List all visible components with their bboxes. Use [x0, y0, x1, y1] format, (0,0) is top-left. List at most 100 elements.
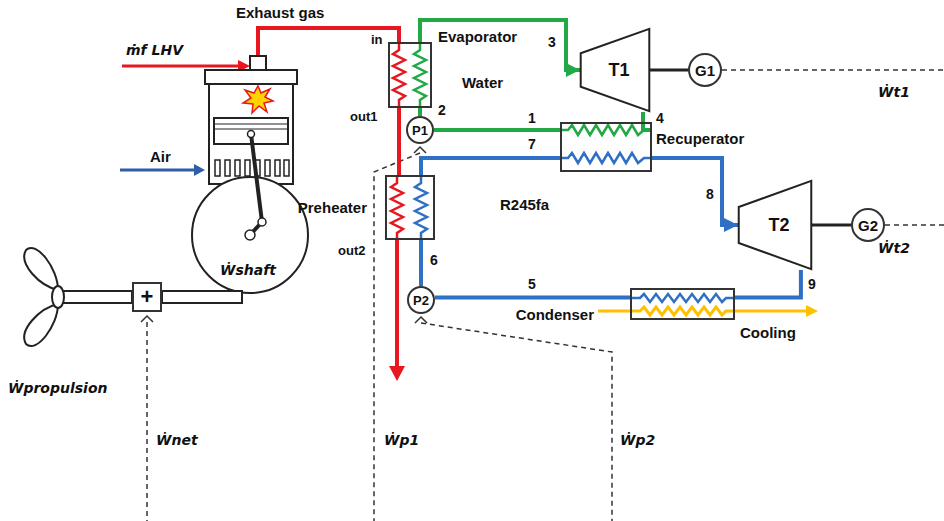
exhaust-coil [391, 175, 403, 240]
flow-line [434, 128, 560, 132]
turbine: T2 [738, 180, 812, 270]
propeller-blade [24, 248, 58, 290]
fluid-label: Water [462, 74, 503, 91]
state-number: 9 [808, 276, 816, 292]
fuel-line [122, 65, 240, 68]
stream-label: Exhaust gas [236, 4, 324, 21]
flow-line [652, 158, 738, 225]
state-number: 2 [438, 102, 446, 118]
propeller-blade [24, 304, 58, 346]
flow-line [735, 270, 801, 298]
shaft-line [812, 224, 851, 227]
power-dashed-line [146, 322, 148, 521]
connecting-rod [251, 134, 262, 222]
turbine-shape [739, 181, 812, 269]
refrigerant-coil [560, 153, 652, 163]
component-label: P1 [412, 124, 428, 137]
combustion-flash [243, 86, 273, 113]
exhaust-out-line [395, 240, 399, 368]
exhaust-out-arrowhead [389, 366, 405, 381]
power-label: Ẇt2 [878, 240, 910, 256]
evaporator-box: Evaporator [388, 42, 432, 108]
component-label: G2 [858, 218, 878, 233]
input-caret [141, 316, 153, 322]
intake-port [265, 160, 270, 176]
generator: G2 [851, 208, 885, 242]
piston-ring [214, 129, 288, 130]
propeller-hub [52, 286, 64, 308]
power-dashed-line [885, 224, 944, 226]
piston-ring [214, 124, 288, 125]
power-dashed-line [421, 323, 612, 521]
stream-label: Air [150, 148, 171, 165]
state-number: 7 [528, 136, 536, 152]
gearbox: + [132, 282, 162, 312]
generator: G1 [688, 53, 722, 87]
refrigerant-coil [630, 294, 735, 302]
air-arrowhead [194, 164, 205, 176]
power-label: Ẇt1 [878, 84, 910, 100]
crank-pin [258, 218, 266, 226]
propeller-shaft [60, 291, 132, 303]
turbine-shape [581, 29, 650, 111]
exhaust-line [258, 28, 399, 56]
condenser-box: Condenser [630, 288, 735, 320]
power-label: Ẇnet [156, 432, 198, 448]
power-label: Ẇshaft [220, 262, 276, 278]
component-name: Preheater [298, 199, 367, 216]
flow-line [418, 108, 422, 116]
component-name: Evaporator [438, 28, 517, 45]
pump: P1 [406, 116, 434, 144]
component-label: T2 [768, 216, 789, 234]
intake-port [245, 160, 250, 176]
flow-line [419, 240, 423, 286]
intake-port [235, 160, 240, 176]
engine-cylinder [209, 84, 293, 184]
component-label: P2 [413, 294, 429, 307]
component-label: T1 [608, 61, 629, 79]
fuel-injector [250, 56, 266, 70]
stream-label: Cooling [740, 324, 796, 341]
port-label: out2 [338, 244, 365, 259]
power-dashed-line [722, 69, 944, 71]
state-number: 5 [528, 276, 536, 292]
power-label: Ẇpropulsion [8, 380, 108, 396]
piston-pin [248, 131, 255, 138]
flow-line [397, 108, 401, 175]
preheater-box: Preheater [385, 175, 435, 240]
water-coil [560, 125, 652, 135]
intake-port [225, 160, 230, 176]
crank-center [245, 230, 255, 240]
power-signals [141, 70, 944, 521]
refrigerant-coil [415, 175, 427, 240]
intake-ports [215, 160, 289, 176]
intake-port [275, 160, 280, 176]
engine-head [205, 70, 297, 84]
port-label: out1 [350, 110, 377, 125]
intake-port [284, 160, 289, 176]
engine-shaft [162, 291, 242, 303]
state-number: 3 [548, 34, 556, 50]
state-number: 8 [706, 186, 714, 202]
input-caret [414, 147, 426, 153]
flow-line [421, 158, 560, 175]
exhaust-coil [393, 42, 405, 108]
state-number: 4 [656, 110, 664, 126]
crankcase [192, 177, 308, 293]
component-name: Condenser [516, 306, 594, 323]
component-name: Recuperator [656, 130, 744, 147]
water-coil [414, 42, 426, 108]
pump: P2 [407, 286, 435, 314]
flow-line [420, 20, 580, 70]
recuperator-box: Recuperator [560, 122, 652, 172]
shaft-line [650, 69, 688, 72]
turbine: T1 [580, 28, 650, 112]
power-label: Ẇp2 [620, 432, 655, 448]
power-label: Ẇp1 [384, 432, 419, 448]
component-label: G1 [695, 63, 715, 78]
component-label: + [141, 286, 154, 308]
port-label: in [371, 33, 383, 48]
state-number: 1 [528, 110, 536, 126]
power-dashed-line [374, 153, 420, 521]
